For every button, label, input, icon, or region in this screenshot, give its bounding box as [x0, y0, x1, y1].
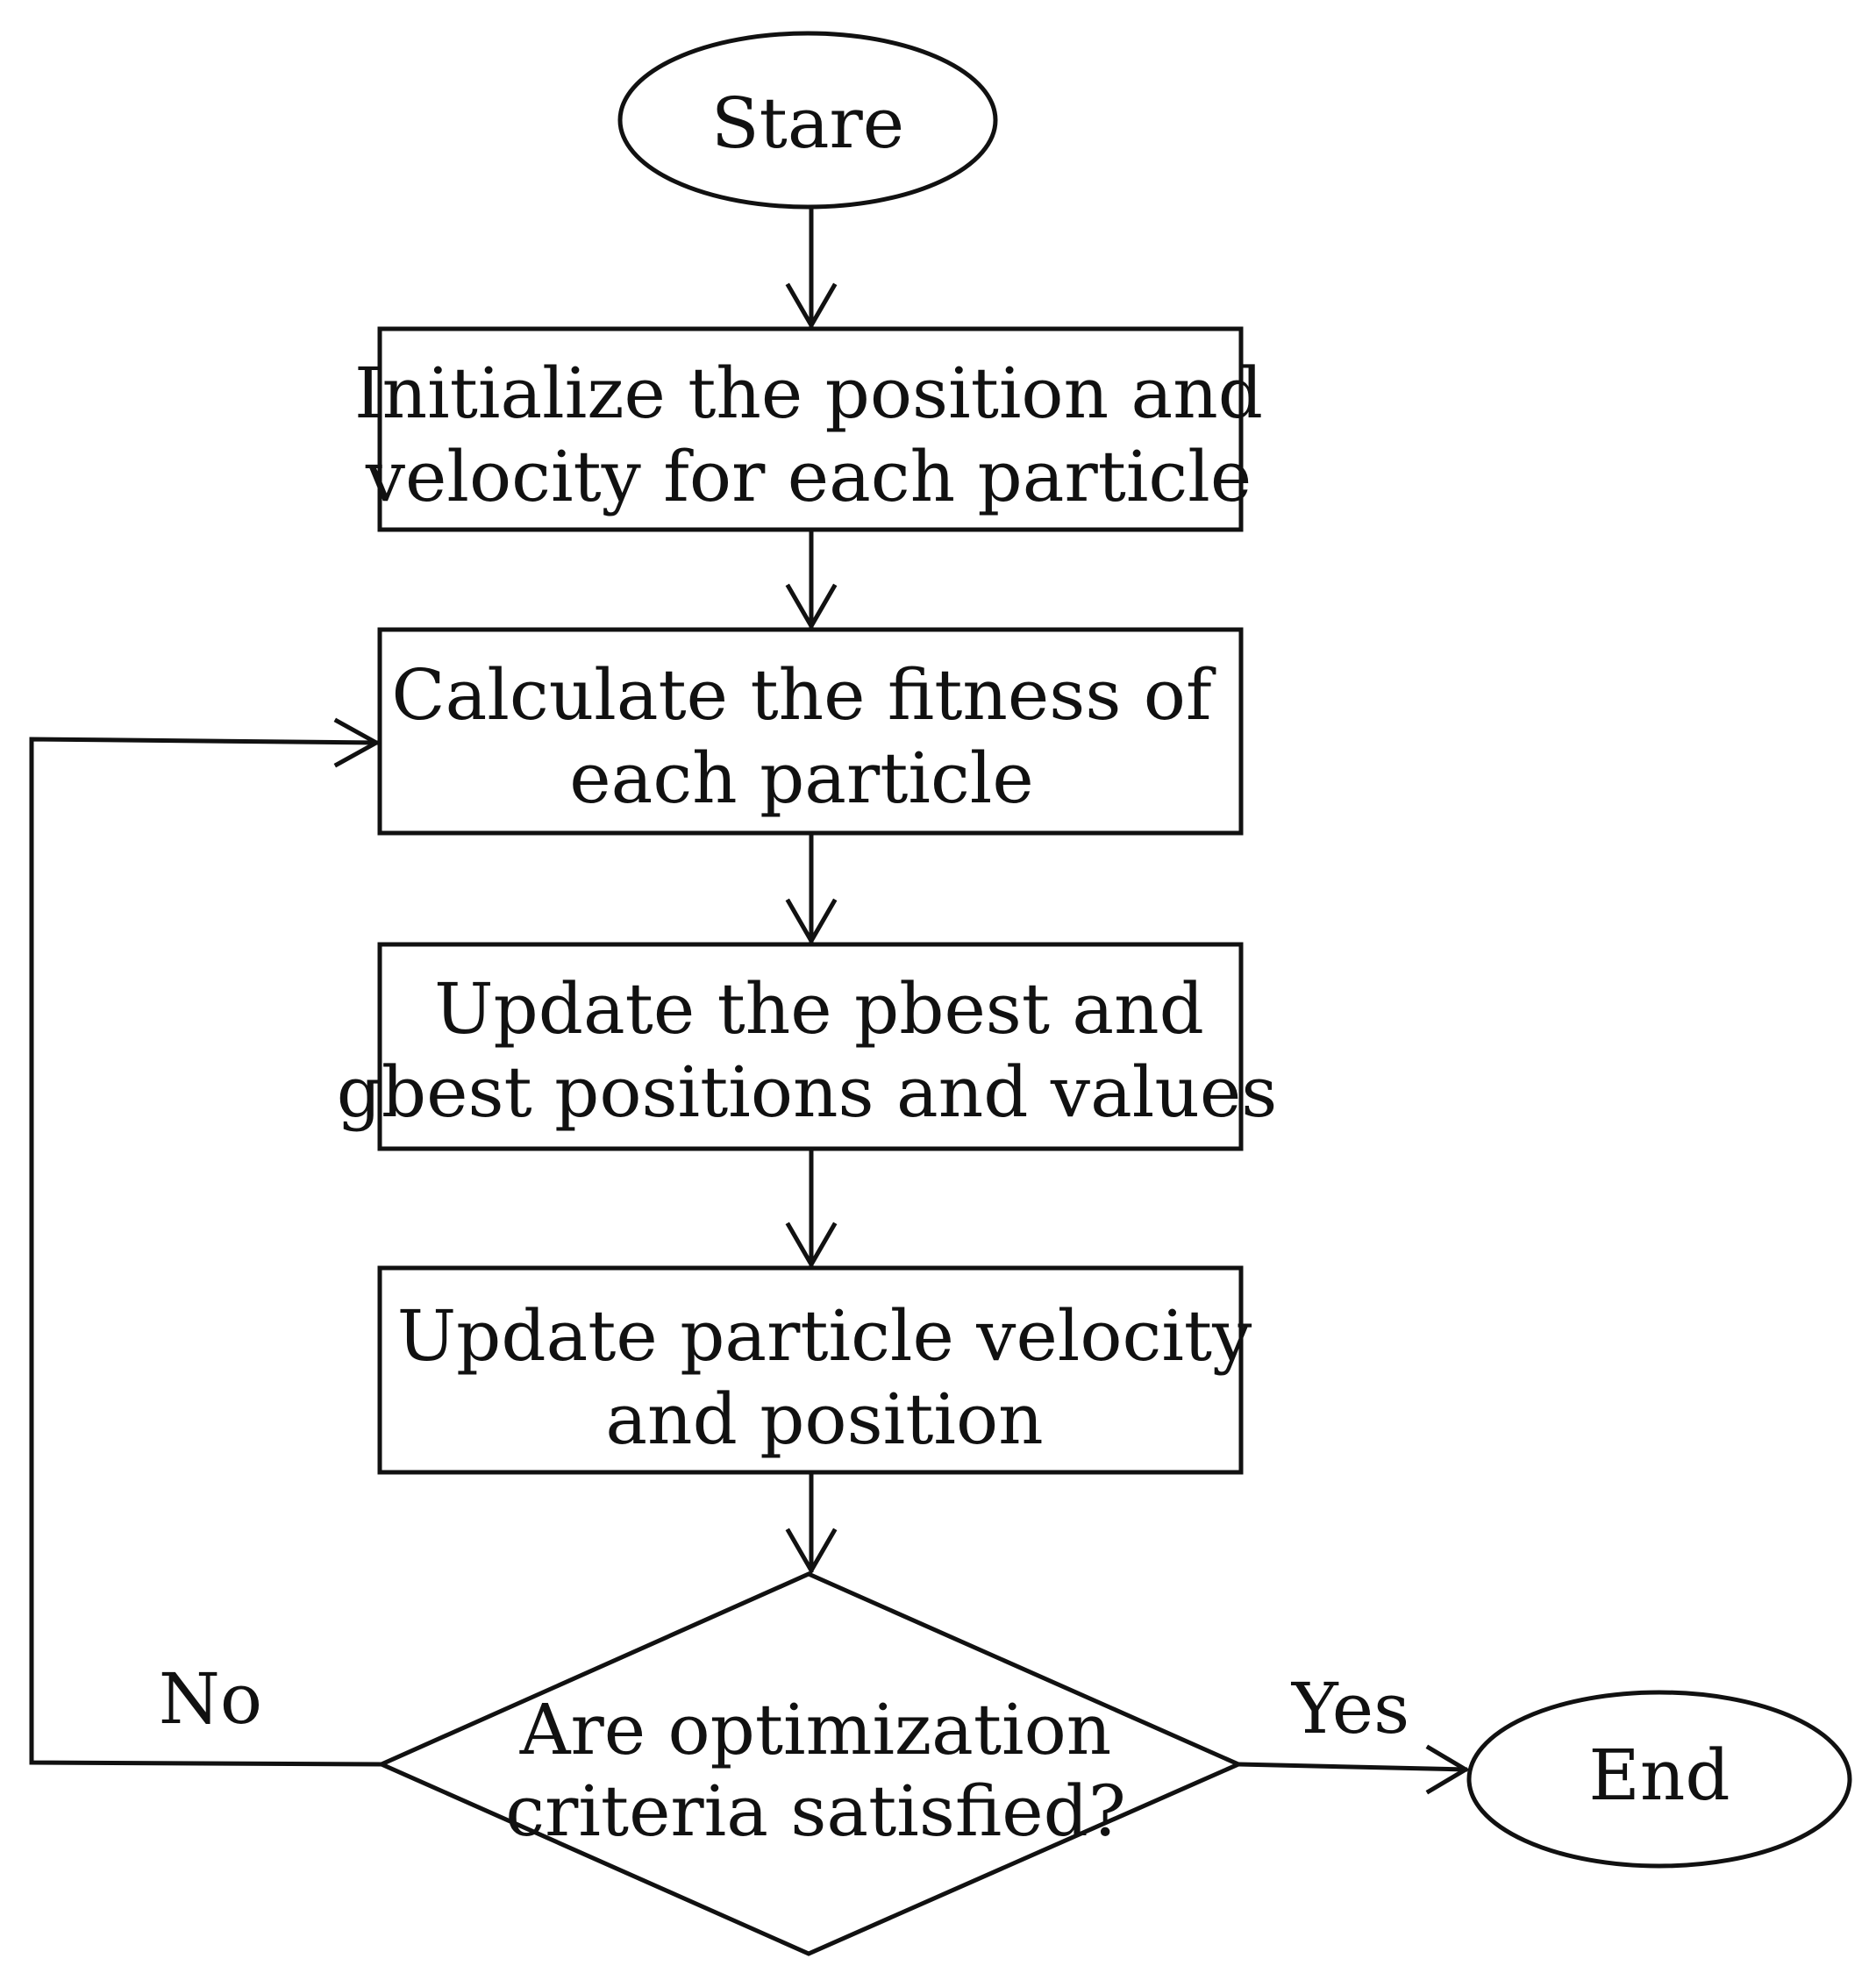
fitness-label-line-1: Calculate the fitness of: [391, 654, 1216, 736]
fitness-process-box: Calculate the fitness of each particle: [377, 627, 1244, 836]
update-best-process-box: Update the pbest and gbest positions and…: [337, 942, 1278, 1151]
edge-label-no: No: [159, 1658, 262, 1740]
initialize-process-box: Initialize the position and velocity for…: [354, 326, 1263, 532]
update-best-label-line-2: gbest positions and values: [337, 1051, 1278, 1133]
update-particle-label-line-2: and position: [605, 1378, 1043, 1460]
start-ellipse: [617, 31, 998, 210]
arrow-decision-no-loop-to-fitness: [29, 717, 382, 1767]
initialize-label-line-1: Initialize the position and: [354, 353, 1263, 434]
initialize-rect: [377, 326, 1244, 532]
start-node: Stare: [617, 31, 998, 210]
arrow-decision-yes-to-end: [1238, 1744, 1470, 1795]
arrow-fitness-to-update-best: [785, 835, 838, 945]
update-best-label-line-1: Update the pbest and: [434, 968, 1204, 1050]
arrow-start-to-initialize: [785, 209, 838, 330]
decision-node: Are optimization criteria satisfied?: [375, 1571, 1245, 1956]
arrow-update-particle-to-decision: [785, 1474, 838, 1575]
arrow-initialize-to-fitness: [785, 531, 838, 630]
decision-label-line-2: criteria satisfied?: [505, 1770, 1125, 1852]
decision-label-line-1: Are optimization: [519, 1689, 1112, 1770]
arrow-update-best-to-update-particle: [785, 1150, 838, 1269]
end-ellipse: [1466, 1690, 1852, 1869]
fitness-rect: [377, 627, 1244, 836]
update-best-rect: [377, 942, 1244, 1151]
update-particle-process-box: Update particle velocity and position: [377, 1265, 1252, 1475]
fitness-label-line-2: each particle: [569, 737, 1033, 819]
update-particle-rect: [377, 1265, 1244, 1475]
end-label: End: [1588, 1734, 1730, 1816]
start-label: Stare: [711, 82, 904, 164]
edge-label-yes: Yes: [1291, 1668, 1409, 1749]
decision-diamond: [375, 1571, 1245, 1956]
end-node: End: [1466, 1690, 1852, 1869]
update-particle-label-line-1: Update particle velocity: [397, 1295, 1252, 1377]
initialize-label-line-2: velocity for each particle: [365, 436, 1252, 517]
